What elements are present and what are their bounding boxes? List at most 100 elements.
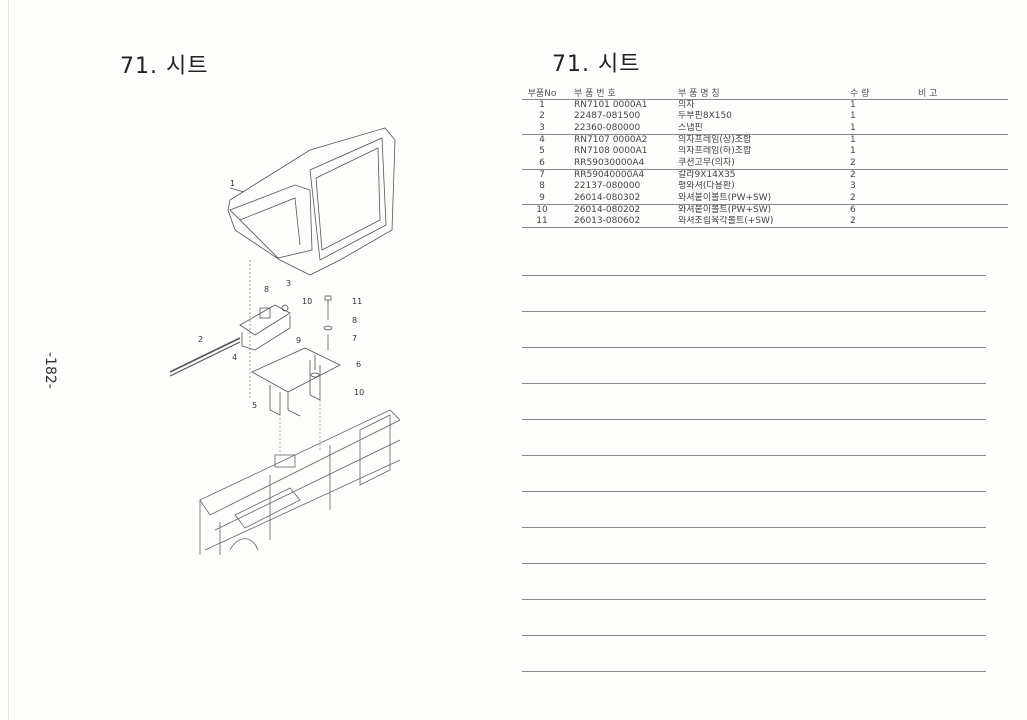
row-part-number: 22360-080000 <box>562 122 676 135</box>
table-row: 9 26014-080302 와셔붙이볼트(PW+SW) 2 <box>522 192 1008 205</box>
row-quantity: 2 <box>842 192 918 205</box>
row-no: 11 <box>522 215 562 229</box>
bolt-group <box>310 295 333 378</box>
ruled-line <box>522 311 986 312</box>
row-part-name: 와셔붙이볼트(PW+SW) <box>676 192 842 205</box>
row-quantity: 1 <box>850 135 856 146</box>
callout-4: 4 <box>232 353 237 362</box>
row-part-number: RN7108 0000A1 <box>574 146 648 157</box>
row-remark <box>918 100 1008 112</box>
row-remark <box>918 122 1008 135</box>
ruled-line <box>522 599 986 600</box>
table-row: 4 RN7107 0000A2 의자프레임(상)조합 1 <box>522 134 1008 146</box>
ruled-line <box>522 491 986 492</box>
ruled-line <box>522 347 986 348</box>
callout-10a: 10 <box>302 297 312 306</box>
row-part-name: 평와셔(다용환) <box>678 181 735 192</box>
row-remark <box>918 181 1008 192</box>
callout-1: 1 <box>230 179 235 188</box>
page-edge <box>8 0 9 720</box>
header-remarks: 비 고 <box>918 86 1008 100</box>
ruled-line <box>522 563 986 564</box>
callout-9: 9 <box>296 336 301 345</box>
callout-10b: 10 <box>354 388 364 397</box>
header-part-no: 부품No <box>522 86 562 100</box>
row-part-name: 와셔조립육각볼트(+SW) <box>676 215 842 229</box>
row-no: 9 <box>522 192 562 205</box>
row-quantity: 1 <box>850 111 856 122</box>
row-part-name: 의자 <box>678 100 695 111</box>
table-row: 11 26013-080602 와셔조립육각볼트(+SW) 2 <box>522 215 1008 229</box>
row-part-name: 쿠션고무(의자) <box>676 157 842 170</box>
table-row: 3 22360-080000 스냅핀 1 <box>522 122 1008 135</box>
row-quantity: 1 <box>842 122 918 135</box>
callout-7: 7 <box>352 334 357 343</box>
row-no: 8 <box>539 181 545 192</box>
row-no: 4 <box>539 135 545 146</box>
ruled-line <box>522 419 986 420</box>
row-part-name: 의자프레임(하)조합 <box>678 146 752 157</box>
row-remark <box>918 192 1008 205</box>
table-header-row: 부품No 부 품 번 호 부 품 명 칭 수 량 비 고 <box>522 86 1008 100</box>
table-row: 6 RR59030000A4 쿠션고무(의자) 2 <box>522 157 1008 170</box>
seat-frame-upper <box>239 304 291 351</box>
row-part-number: 26014-080202 <box>574 204 641 215</box>
parts-list-title: 71. 시트 <box>552 52 641 77</box>
row-no: 7 <box>539 169 545 180</box>
row-part-number: 22487-081500 <box>574 111 641 122</box>
row-part-name: 두부핀8X150 <box>678 111 732 122</box>
row-quantity: 2 <box>842 215 918 229</box>
header-part-number: 부 품 번 호 <box>562 86 676 100</box>
row-remark <box>918 215 1008 229</box>
row-part-name: 의자프레임(상)조합 <box>678 135 752 146</box>
table-row: 7 RR59040000A4 칼라9X14X35 2 <box>522 169 1008 181</box>
row-part-number: 26014-080302 <box>562 192 676 205</box>
row-no: 1 <box>539 100 545 111</box>
row-no: 3 <box>522 122 562 135</box>
row-quantity: 1 <box>850 146 856 157</box>
table-row: 5 RN7108 0000A1 의자프레임(하)조합 1 <box>522 146 1008 157</box>
callout-2: 2 <box>198 335 203 344</box>
page-number: -182- <box>42 352 58 389</box>
row-part-number: 22137-080000 <box>574 181 641 192</box>
row-quantity: 6 <box>850 204 856 215</box>
row-remark <box>918 146 1008 157</box>
row-part-name: 와셔붙이볼트(PW+SW) <box>678 204 772 215</box>
row-no: 5 <box>539 146 545 157</box>
row-quantity: 2 <box>850 169 856 180</box>
ruled-line <box>522 527 986 528</box>
row-remark <box>918 111 1008 122</box>
row-no: 10 <box>536 204 548 215</box>
callout-11: 11 <box>352 297 362 306</box>
row-quantity: 3 <box>850 181 856 192</box>
ruled-line <box>522 383 986 384</box>
row-quantity: 1 <box>850 100 856 111</box>
pin-rod <box>169 337 241 377</box>
table-row: 1 RN7101 0000A1 의자 1 <box>522 100 1008 112</box>
row-no: 2 <box>539 111 545 122</box>
callout-8a: 8 <box>264 285 269 294</box>
callout-6: 6 <box>356 360 361 369</box>
row-remark <box>918 134 1008 146</box>
ruled-line <box>522 455 986 456</box>
row-part-number: RN7107 0000A2 <box>574 135 648 146</box>
exploded-seat-diagram: 1 2 3 4 5 6 7 8 8 9 10 10 11 <box>160 110 401 570</box>
ruled-line <box>522 635 986 636</box>
row-part-number: RR59040000A4 <box>574 169 645 180</box>
row-remark <box>918 169 1008 181</box>
table-row: 2 22487-081500 두부핀8X150 1 <box>522 111 1008 122</box>
row-part-name: 칼라9X14X35 <box>678 169 736 180</box>
parts-list-table: 부품No 부 품 번 호 부 품 명 칭 수 량 비 고 1 RN7101 00… <box>522 86 1008 229</box>
table-row: 8 22137-080000 평와셔(다용환) 3 <box>522 181 1008 192</box>
seat-frame-lower <box>251 347 341 417</box>
ruled-line <box>522 275 986 276</box>
callout-8b: 8 <box>352 316 357 325</box>
callout-labels: 1 2 3 4 5 6 7 8 8 9 10 10 11 <box>198 179 364 410</box>
table-row: 10 26014-080202 와셔붙이볼트(PW+SW) 6 <box>522 204 1008 216</box>
diagram-title: 71. 시트 <box>120 54 209 79</box>
header-quantity: 수 량 <box>842 86 918 100</box>
row-no: 6 <box>522 157 562 170</box>
row-remark <box>918 204 1008 216</box>
ruled-line <box>522 671 986 672</box>
